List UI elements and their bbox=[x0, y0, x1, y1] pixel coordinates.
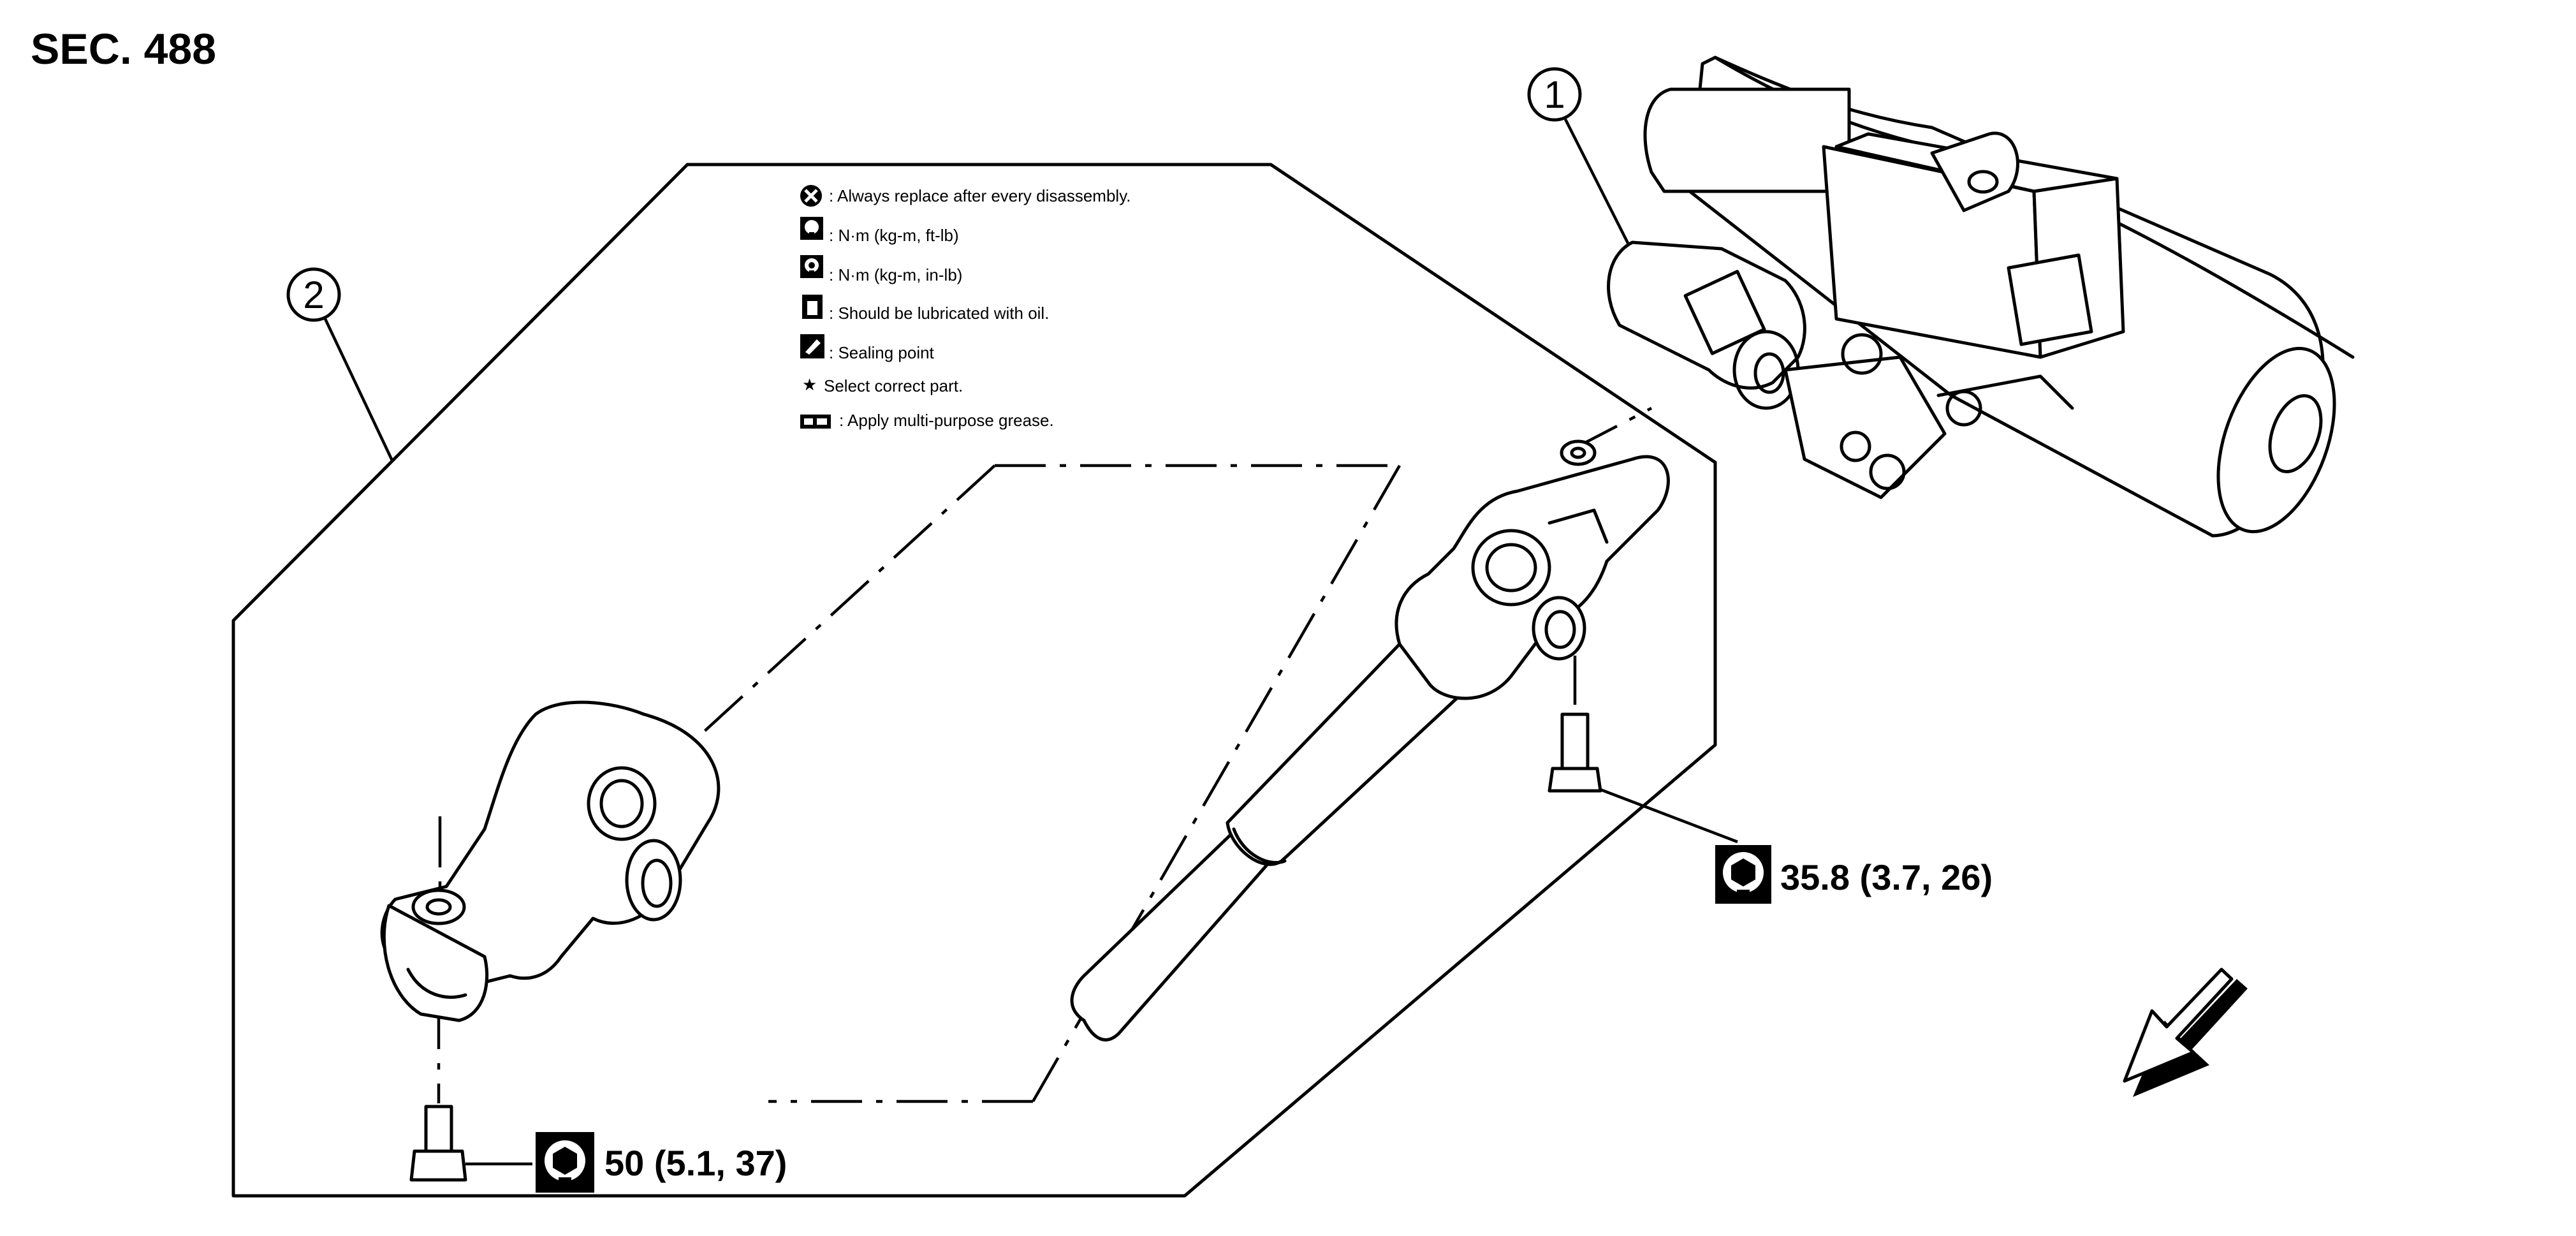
lower-shaft-boundary bbox=[231, 163, 1717, 1198]
oil-can-icon bbox=[802, 295, 823, 319]
star-icon: ★ bbox=[802, 375, 817, 394]
always-replace-icon bbox=[800, 185, 822, 207]
sealing-point-icon bbox=[800, 334, 824, 358]
lower-joint-bolt bbox=[409, 1105, 532, 1182]
intermediate-shaft bbox=[1070, 439, 1670, 1041]
torque-ft-lb-icon bbox=[800, 217, 823, 240]
legend-text-replace: : Always replace after every disassembly… bbox=[829, 186, 1131, 205]
legend-text-star: Select correct part. bbox=[824, 376, 963, 395]
grease-icon bbox=[800, 415, 831, 429]
legend: : Always replace after every disassembly… bbox=[800, 185, 1131, 430]
legend-text-sealing: : Sealing point bbox=[829, 343, 935, 362]
callout-2: 2 bbox=[286, 267, 394, 461]
callout-1: 1 bbox=[1527, 67, 1634, 253]
upper-joint-bolt bbox=[1548, 712, 1738, 844]
front-direction-arrow-icon bbox=[2123, 967, 2248, 1097]
torque-value-upper: 35.8 (3.7, 26) bbox=[1780, 857, 1993, 897]
svg-text:1: 1 bbox=[1544, 73, 1565, 116]
section-label: SEC. 488 bbox=[31, 25, 216, 73]
torque-value-lower: 50 (5.1, 37) bbox=[604, 1143, 787, 1183]
legend-text-in-lb: : N·m (kg-m, in-lb) bbox=[829, 265, 962, 284]
torque-in-lb-icon bbox=[800, 255, 823, 278]
lower-universal-joint bbox=[380, 700, 721, 1022]
torque-label-upper: 35.8 (3.7, 26) bbox=[1715, 845, 1993, 904]
svg-text:2: 2 bbox=[303, 274, 324, 316]
legend-text-oil: : Should be lubricated with oil. bbox=[829, 304, 1049, 323]
legend-text-ft-lb: : N·m (kg-m, ft-lb) bbox=[829, 226, 959, 245]
legend-text-grease: : Apply multi-purpose grease. bbox=[839, 411, 1054, 430]
torque-label-lower: 50 (5.1, 37) bbox=[536, 1132, 787, 1193]
steering-column-assembly bbox=[1607, 55, 2355, 538]
